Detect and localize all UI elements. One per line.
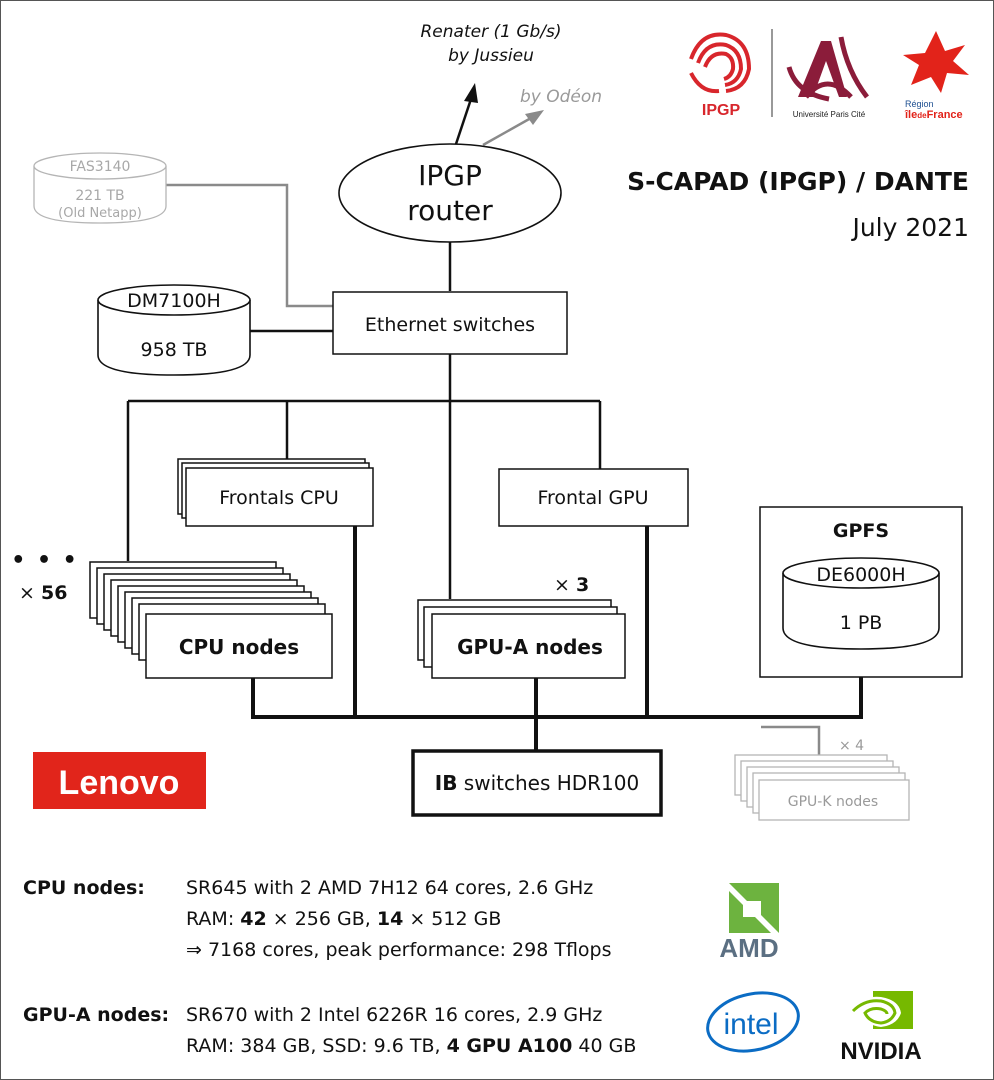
gpua-specs-line1: SR670 with 2 Intel 6226R 16 cores, 2.9 G… xyxy=(186,1004,603,1026)
frontal-gpu: Frontal GPU xyxy=(498,468,689,527)
diagram-title: S-CAPAD (IPGP) / DANTE xyxy=(627,167,969,196)
ipgp-logo-text: IPGP xyxy=(702,102,741,119)
nvidia-logo-text: NVIDIA xyxy=(840,1038,921,1065)
renater-link xyxy=(454,98,473,145)
ethernet-switches-label: Ethernet switches xyxy=(365,314,535,336)
frontal-gpu-label: Frontal GPU xyxy=(537,487,648,509)
cpu-nodes-label: CPU nodes xyxy=(179,635,299,659)
gpuk-nodes-stack: GPU-K nodes xyxy=(734,754,910,821)
fas3140-name: FAS3140 xyxy=(70,159,131,175)
region-logo-top: Région xyxy=(905,99,934,109)
router-label-line1: IPGP xyxy=(418,159,482,192)
ipgp-router: IPGP router xyxy=(338,143,562,243)
odeon-label: by Odéon xyxy=(520,87,602,107)
odeon-arrow xyxy=(525,110,544,125)
frontals-cpu-label: Frontals CPU xyxy=(219,487,339,509)
de6000h-size: 1 PB xyxy=(840,612,883,634)
cpu-specs-line3: ⇒ 7168 cores, peak performance: 298 Tflo… xyxy=(186,939,612,961)
diagram-date: July 2021 xyxy=(850,213,969,242)
dm7100h-name: DM7100H xyxy=(127,290,221,312)
ib-switches-label: IB switches HDR100 xyxy=(435,771,639,795)
odeon-link xyxy=(482,116,532,147)
fas3140-storage: FAS3140 221 TB (Old Netapp) xyxy=(33,152,167,224)
cpu-nodes-ellipsis: • • • xyxy=(11,548,79,573)
gpua-nodes-count: × 3 xyxy=(554,574,589,596)
ethernet-switches: Ethernet switches xyxy=(332,291,568,355)
upc-logo-text: Université Paris Cité xyxy=(793,110,866,119)
cpu-specs-line1: SR645 with 2 AMD 7H12 64 cores, 2.6 GHz xyxy=(186,877,594,899)
infiniband-bus xyxy=(251,677,863,719)
gpfs-label: GPFS xyxy=(833,520,889,542)
gpua-specs-label: GPU-A nodes: xyxy=(23,1004,170,1026)
gpua-nodes-specs: GPU-A nodes: SR670 with 2 Intel 6226R 16… xyxy=(23,1000,723,1070)
amd-logo: AMD xyxy=(719,883,779,963)
gpuk-nodes-count: × 4 xyxy=(839,738,864,754)
upc-logo: Université Paris Cité xyxy=(786,36,869,119)
fas3140-note: (Old Netapp) xyxy=(58,206,142,221)
gpfs-storage: GPFS DE6000H 1 PB xyxy=(759,506,963,678)
fas3140-size: 221 TB xyxy=(75,188,124,204)
renater-arrow xyxy=(464,83,478,103)
gpua-nodes-label: GPU-A nodes xyxy=(457,635,603,659)
router-label-line2: router xyxy=(407,194,493,227)
dm7100h-storage: DM7100H 958 TB xyxy=(97,284,251,376)
gpuk-nodes-label: GPU-K nodes xyxy=(788,794,878,810)
intel-logo-text: intel xyxy=(723,1008,778,1041)
ib-switches: IB switches HDR100 xyxy=(411,749,663,817)
amd-logo-text: AMD xyxy=(719,933,778,963)
gpua-nodes-stack: GPU-A nodes xyxy=(417,599,626,679)
intel-logo: intel xyxy=(706,991,800,1053)
renater-sub-label: by Jussieu xyxy=(448,46,534,66)
region-logo-name: îledeFrance xyxy=(904,109,963,121)
cpu-nodes-count: × 56 xyxy=(19,582,67,604)
de6000h-name: DE6000H xyxy=(816,564,905,586)
lenovo-logo-text: Lenovo xyxy=(59,764,180,802)
frontals-cpu: Frontals CPU xyxy=(177,458,374,527)
lenovo-logo: Lenovo xyxy=(33,752,206,809)
ipgp-logo: IPGP xyxy=(689,32,752,119)
gpua-specs-line2: RAM: 384 GB, SSD: 9.6 TB, 4 GPU A100 40 … xyxy=(186,1035,637,1057)
region-logo: Région îledeFrance xyxy=(903,31,969,121)
dm7100h-size: 958 TB xyxy=(141,339,208,361)
ib-gpuk-link xyxy=(761,725,821,755)
cpu-nodes-stack: CPU nodes xyxy=(89,561,333,679)
nvidia-logo: NVIDIA xyxy=(840,991,922,1065)
fas-ethernet-link xyxy=(166,183,333,308)
renater-label: Renater (1 Gb/s) xyxy=(420,22,561,42)
cpu-nodes-specs: CPU nodes: SR645 with 2 AMD 7H12 64 core… xyxy=(23,873,723,973)
cpu-specs-line2: RAM: 42 × 256 GB, 14 × 512 GB xyxy=(186,908,502,930)
cpu-specs-label: CPU nodes: xyxy=(23,877,145,899)
